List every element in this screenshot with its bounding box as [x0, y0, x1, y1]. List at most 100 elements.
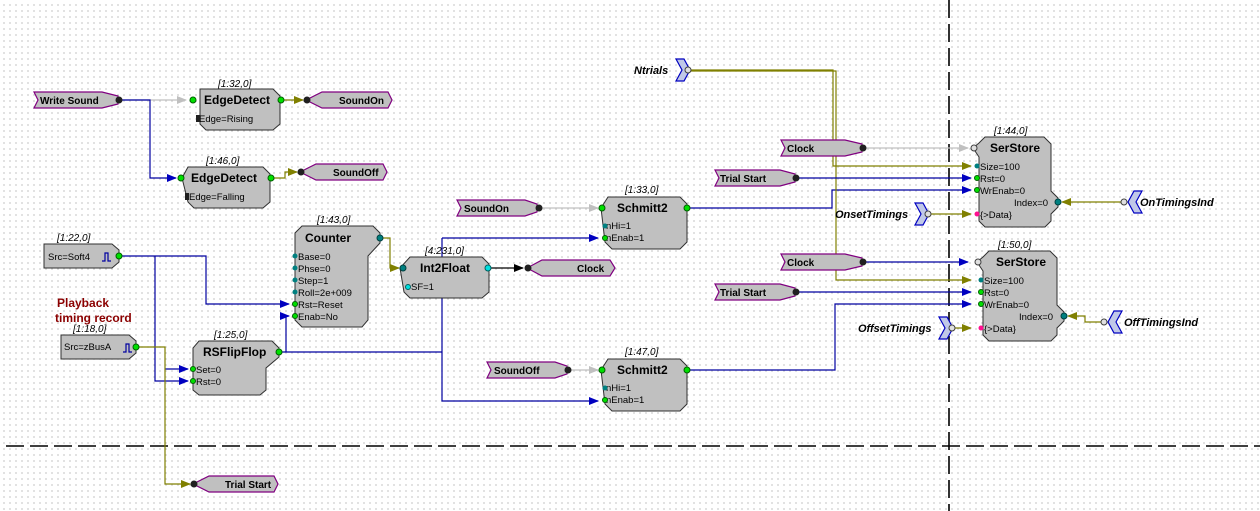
block-schmitt2-onset[interactable]: [1:33,0] Schmitt2 nHi=1 nEnab=1 [598, 185, 691, 250]
tag-label: SoundOn [464, 204, 509, 215]
input-pin [292, 313, 298, 319]
tag-label: SoundOn [339, 96, 384, 107]
param-on-timings-ind[interactable]: OnTimingsInd [1120, 190, 1214, 214]
block-param: {>Data} [980, 210, 1012, 221]
tag-sound-off-input[interactable]: SoundOff [486, 361, 572, 379]
wire-index-offtimingsind [1067, 312, 1102, 323]
block-index: [1:22,0] [56, 233, 91, 244]
param-label: Ntrials [634, 65, 668, 77]
param-pin [405, 284, 411, 290]
tag-sound-on-input[interactable]: SoundOn [456, 199, 543, 217]
block-counter[interactable]: [1:43,0] Counter Base=0 Phse=0 Step=1 Ro… [292, 215, 384, 328]
tag-clock-input-2[interactable]: Clock [780, 253, 867, 271]
block-param: {>Data} [984, 324, 1016, 335]
wire-ntrials-size2 [690, 70, 972, 284]
param-label: OnTimingsInd [1140, 197, 1214, 209]
wire-ntrials-size1 [690, 69, 972, 170]
input-pin [524, 264, 532, 272]
tag-trial-start-input-2[interactable]: Trial Start [714, 283, 800, 301]
output-pin [115, 252, 123, 260]
output-pin [792, 174, 800, 182]
param-pin [684, 66, 692, 74]
input-pin [190, 366, 196, 372]
tag-clock-output[interactable]: Clock [524, 259, 616, 277]
block-param: Size=100 [980, 162, 1020, 173]
block-edgedetect-rising[interactable]: [1:32,0] EdgeDetect Edge=Rising [189, 79, 285, 131]
input-pin [177, 174, 185, 182]
tag-label: SoundOff [494, 366, 540, 377]
block-rsflipflop[interactable]: [1:25,0] RSFlipFlop Set=0 Rst=0 [190, 330, 283, 396]
param-ntrials[interactable]: Ntrials [634, 58, 692, 82]
block-source-zbusa[interactable]: [1:18,0] Src=zBusA [60, 324, 140, 360]
param-offset-timings[interactable]: OffsetTimings [858, 316, 956, 340]
param-label: OffsetTimings [858, 323, 932, 335]
tag-label: SoundOff [333, 168, 379, 179]
trigger-icon [102, 252, 111, 262]
block-param: Step=1 [298, 276, 328, 287]
block-index: [1:44,0] [993, 126, 1028, 137]
block-param: Edge=Rising [199, 114, 253, 125]
output-pin [275, 348, 283, 356]
block-param: Src=Soft4 [48, 252, 90, 263]
block-schmitt2-offset[interactable]: [1:47,0] Schmitt2 nHi=1 nEnab=1 [598, 347, 691, 412]
block-param: nHi=1 [606, 383, 631, 394]
input-pin [974, 187, 980, 193]
tag-trial-start-input-1[interactable]: Trial Start [714, 169, 800, 187]
param-off-timings-ind[interactable]: OffTimingsInd [1100, 310, 1198, 334]
tag-trial-start-output[interactable]: Trial Start [190, 475, 279, 493]
block-param: Rst=0 [984, 288, 1009, 299]
note-timing-record: timing record [55, 311, 132, 325]
output-pin [859, 144, 867, 152]
block-param: nEnab=1 [606, 233, 644, 244]
block-index: [4:231,0] [424, 246, 464, 257]
output-pin [132, 343, 140, 351]
input-pin [598, 366, 606, 374]
param-pin [196, 115, 200, 122]
trigger-pin [974, 258, 982, 266]
block-output-label: Index=0 [1014, 198, 1048, 209]
block-param: WrEnab=0 [984, 300, 1029, 311]
block-title: Schmitt2 [617, 201, 668, 215]
output-pin [859, 258, 867, 266]
tag-label: Trial Start [225, 480, 272, 491]
data-pin [978, 325, 984, 331]
counter-params: Base=0 Phse=0 Step=1 Roll=2e+009 Rst=Res… [298, 252, 352, 323]
block-source-soft4[interactable]: [1:22,0] Src=Soft4 [43, 233, 123, 269]
input-pin [297, 168, 305, 176]
block-index: [1:25,0] [213, 330, 248, 341]
block-serstore-onset[interactable]: [1:44,0] SerStore Size=100 Rst=0 WrEnab=… [970, 126, 1062, 228]
block-int2float[interactable]: [4:231,0] Int2Float SF=1 [399, 246, 492, 299]
param-onset-timings[interactable]: OnsetTimings [835, 202, 932, 226]
param-pin [602, 385, 608, 391]
output-pin [535, 204, 543, 212]
block-param: Src=zBusA [64, 342, 112, 353]
block-param: Edge=Falling [189, 192, 245, 203]
wire-rsff-counter-enab [280, 312, 290, 352]
block-title: EdgeDetect [191, 171, 257, 185]
input-pin [978, 289, 984, 295]
param-pin [292, 265, 298, 271]
block-param: SF=1 [411, 282, 434, 293]
tag-clock-input-1[interactable]: Clock [780, 139, 867, 157]
input-pin [190, 480, 198, 488]
tag-label: Trial Start [720, 288, 767, 299]
block-param: Base=0 [298, 252, 331, 263]
param-pin [602, 223, 608, 229]
block-edgedetect-falling[interactable]: [1:46,0] EdgeDetect Edge=Falling [177, 156, 275, 209]
tag-write-sound[interactable]: Write Sound [33, 91, 123, 109]
trigger-pin [970, 144, 978, 152]
note-playback: Playback [57, 296, 109, 310]
output-pin [115, 96, 123, 104]
tag-sound-on-output[interactable]: SoundOn [303, 91, 393, 109]
block-param: Phse=0 [298, 264, 331, 275]
block-serstore-offset[interactable]: [1:50,0] SerStore Size=100 Rst=0 WrEnab=… [974, 240, 1068, 342]
output-pin [1060, 312, 1068, 320]
input-pin [399, 264, 407, 272]
output-pin [564, 366, 572, 374]
output-pin [683, 204, 691, 212]
wire-writesound-edge-fall [122, 99, 177, 182]
block-param: Set=0 [196, 365, 221, 376]
tag-sound-off-output[interactable]: SoundOff [297, 163, 388, 181]
tag-label: Clock [787, 258, 815, 269]
